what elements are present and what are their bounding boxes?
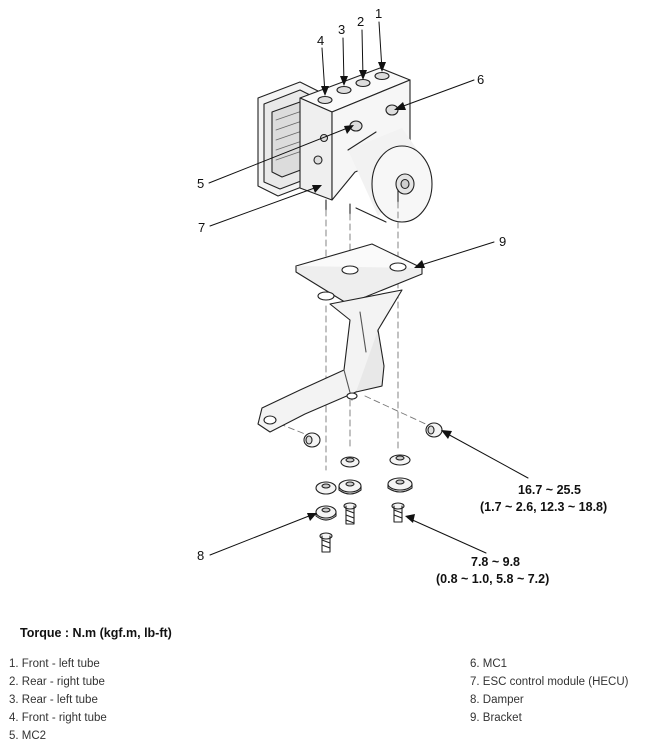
torque-units-heading: Torque : N.m (kgf.m, lb-ft)	[20, 626, 172, 640]
parts-legend-left: 1. Front - left tube 2. Rear - right tub…	[9, 655, 107, 745]
torque-spec-lower-alt: (0.8 ~ 1.0, 5.8 ~ 7.2)	[436, 572, 549, 586]
legend-item: 2. Rear - right tube	[9, 676, 105, 688]
legend-item: 1. Front - left tube	[9, 658, 100, 670]
torque-spec-upper-nm: 16.7 ~ 25.5	[518, 483, 581, 497]
torque-spec-upper-alt: (1.7 ~ 2.6, 12.3 ~ 18.8)	[480, 500, 607, 514]
bracket	[257, 243, 423, 433]
esc-control-module-hecu	[257, 67, 433, 223]
side-damper-right	[425, 422, 443, 438]
callout-1: 1	[375, 6, 382, 21]
callout-4: 4	[317, 33, 324, 48]
callout-9: 9	[499, 234, 506, 249]
callout-3: 3	[338, 22, 345, 37]
leader-arrowheads	[307, 62, 452, 523]
parts-legend-right: 6. MC1 7. ESC control module (HECU) 8. D…	[470, 655, 629, 727]
legend-item: 3. Rear - left tube	[9, 694, 98, 706]
callout-8: 8	[197, 548, 204, 563]
dampers-and-bolts	[303, 422, 443, 553]
callout-6: 6	[477, 72, 484, 87]
exploded-assembly-diagram: 1 2 3 4 5 6 7 8 9 16.7 ~ 25.5 (1.7 ~ 2.6…	[197, 6, 607, 586]
callout-2: 2	[357, 14, 364, 29]
legend-item: 4. Front - right tube	[9, 712, 107, 724]
legend-item: 6. MC1	[470, 658, 508, 670]
torque-spec-lower-nm: 7.8 ~ 9.8	[471, 555, 520, 569]
callout-5: 5	[197, 176, 204, 191]
side-damper-left	[303, 432, 321, 448]
callout-7: 7	[198, 220, 205, 235]
legend-item: 5. MC2	[9, 730, 47, 742]
legend-item: 8. Damper	[470, 694, 524, 706]
legend-item: 9. Bracket	[470, 712, 522, 724]
legend-item: 7. ESC control module (HECU)	[470, 676, 629, 688]
